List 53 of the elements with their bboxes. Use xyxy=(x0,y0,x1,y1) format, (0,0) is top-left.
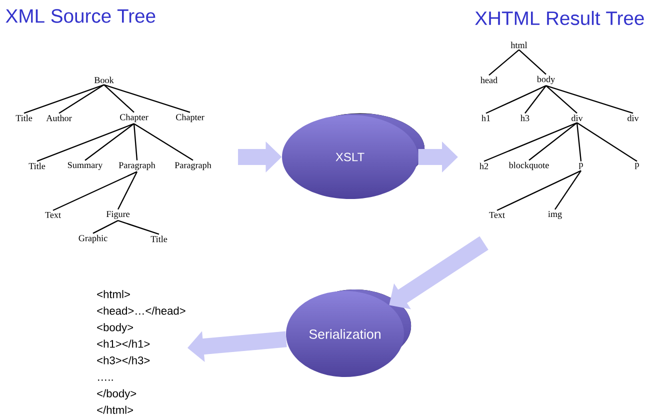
tree-node-text: Chapter xyxy=(120,114,148,122)
tree-node-text: div xyxy=(628,114,639,122)
tree-node-text: Summary xyxy=(68,162,103,170)
tree-node-text: img xyxy=(548,211,562,219)
tree-line xyxy=(134,123,194,161)
tree-node-text: html xyxy=(510,42,528,48)
tree-line xyxy=(576,122,582,162)
tree-line xyxy=(84,123,134,161)
tree-node-text: h1 xyxy=(482,114,490,122)
tree-node-text: Title xyxy=(28,162,46,170)
tree-line xyxy=(546,85,634,114)
heading: XHTML Result Tree xyxy=(475,10,644,26)
tree-line xyxy=(518,49,546,75)
heading: XML Source Tree xyxy=(6,9,156,23)
tree-node-text: div xyxy=(572,114,583,122)
tree-line xyxy=(52,171,138,211)
tree-node-text: Title xyxy=(150,236,168,242)
tree-line xyxy=(36,123,134,162)
tree-line xyxy=(576,122,638,162)
tree-line xyxy=(496,170,582,211)
tree-line xyxy=(104,84,134,113)
tree-node-text: h3 xyxy=(520,114,530,122)
tree-node-text: Figure xyxy=(106,211,130,219)
tree-line xyxy=(546,85,578,114)
tree-node-text: Title xyxy=(16,114,32,122)
tree-node-text: Paragraph xyxy=(174,162,212,170)
tree-node-text: h2 xyxy=(480,162,488,170)
tree-line xyxy=(488,49,520,76)
tree-node-text: Author xyxy=(46,114,72,122)
tree-line xyxy=(117,171,138,210)
tree-node-text: head xyxy=(480,76,498,84)
tree-node-text: Book xyxy=(94,76,114,84)
tree-line xyxy=(58,84,104,114)
tree-line xyxy=(528,122,578,161)
tree-line xyxy=(554,170,582,210)
tree-line xyxy=(118,220,160,235)
tree-line xyxy=(104,84,190,113)
tree-line xyxy=(524,85,546,114)
tree-line xyxy=(24,84,104,114)
tree-node-text: Chapter xyxy=(176,114,204,122)
tree-line xyxy=(484,122,578,162)
tree-node-text: p xyxy=(578,162,583,170)
tree-line xyxy=(92,220,118,234)
tree-line xyxy=(133,124,138,160)
tree-node-text: Graphic xyxy=(78,234,108,244)
tree-node-text: p xyxy=(634,162,639,170)
tree-line xyxy=(486,85,546,114)
tree-node-text: Paragraph xyxy=(118,162,156,170)
tree-node-text: body xyxy=(536,76,556,84)
code-text: <html> <head>…</head> <body> <h1></h1> <h3></h3> ….. </body> </html> xyxy=(97,290,186,414)
tree-node-text: Text xyxy=(45,212,61,218)
tree-node-text: blockquote xyxy=(508,162,549,170)
tree-node-text: Text xyxy=(489,212,505,218)
